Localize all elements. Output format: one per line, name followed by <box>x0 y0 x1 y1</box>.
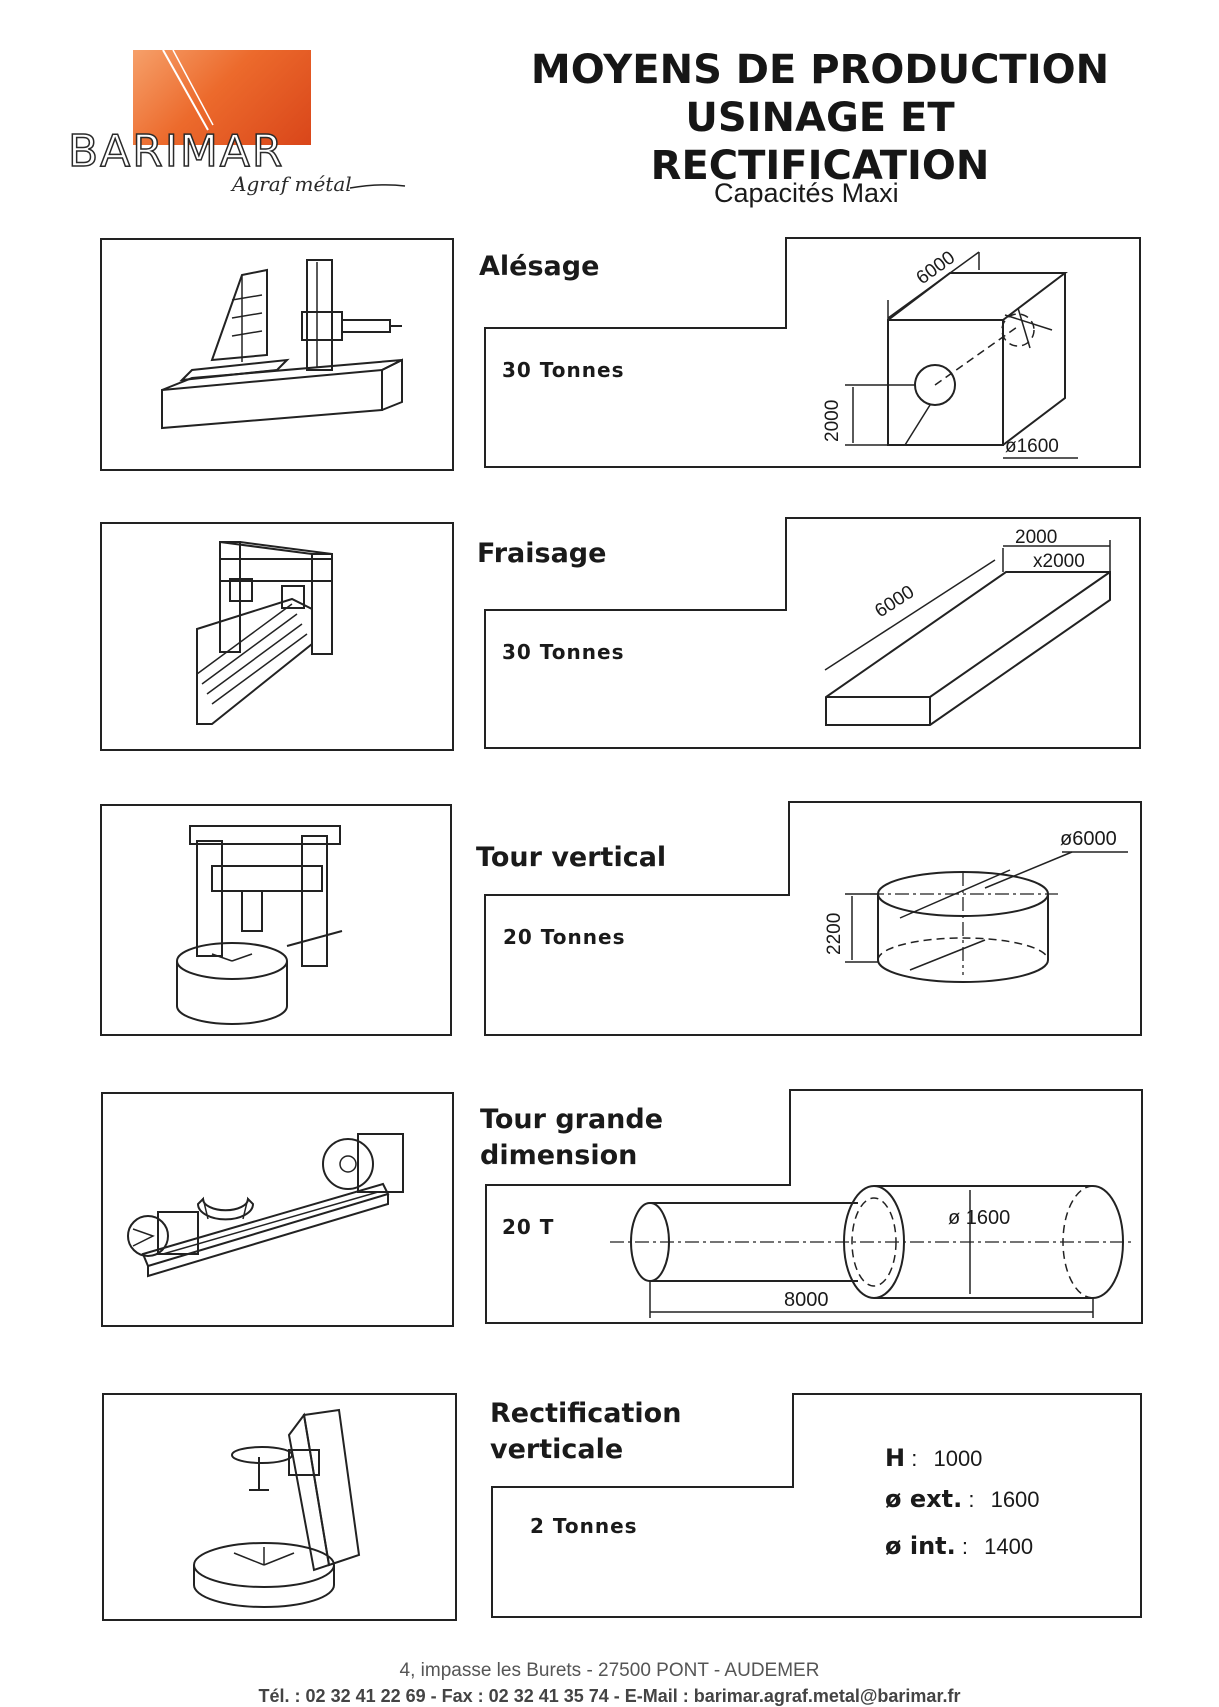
logo-tagline: Agraf métal <box>232 172 352 196</box>
weight-tour-vertical: 20 Tonnes <box>503 925 626 949</box>
page-subtitle: Capacités Maxi <box>714 178 899 208</box>
section-title-rectification-line1: Rectification <box>490 1398 682 1429</box>
footer-contact: Tél. : 02 32 41 22 69 - Fax : 02 32 41 3… <box>258 1686 961 1706</box>
dim-alesage-diameter: ø1600 <box>1005 436 1059 457</box>
weight-tour-grande-dimension: 20 T <box>502 1215 555 1239</box>
weight-rectification: 2 Tonnes <box>530 1514 638 1538</box>
footer-address: 4, impasse les Burets - 27500 PONT - AUD… <box>399 1660 820 1681</box>
dim-tour-grande-dimension-diameter: ø 1600 <box>948 1207 1010 1229</box>
spec-key-ext: ø ext. <box>885 1485 963 1513</box>
section-title-tour-grande-dimension-line1: Tour grande <box>480 1104 664 1135</box>
page-title-line1: MOYENS DE PRODUCTION <box>530 47 1110 93</box>
spec-row-int: ø int. : 1400 <box>885 1532 1085 1560</box>
spec-value-ext: 1600 <box>990 1487 1040 1512</box>
section-title-tour-vertical: Tour vertical <box>476 842 667 873</box>
vertical-grinder-illustration <box>193 1408 361 1608</box>
spec-row-h: H : 1000 <box>885 1444 1065 1472</box>
section-title-fraisage: Fraisage <box>477 538 607 569</box>
machine-image-rectification <box>102 1393 457 1621</box>
machine-image-fraisage <box>100 522 454 751</box>
logo-name: BARIMAR <box>67 125 285 178</box>
dim-fraisage-width: 2000 <box>1015 527 1057 548</box>
spec-sep-ext: : <box>968 1487 975 1512</box>
machine-image-tour-grande-dimension <box>101 1092 454 1327</box>
milling-machine-illustration <box>196 541 333 725</box>
machine-image-alesage <box>100 238 454 471</box>
section-title-alesage: Alésage <box>479 251 600 282</box>
spec-value-h: 1000 <box>933 1446 983 1471</box>
weight-fraisage: 30 Tonnes <box>502 640 625 664</box>
large-lathe-illustration <box>127 1133 404 1278</box>
spec-value-int: 1400 <box>984 1534 1034 1559</box>
logo-mark <box>133 49 311 145</box>
section-title-tour-grande-dimension: Tour grande dimension <box>480 1102 663 1174</box>
weight-alesage: 30 Tonnes <box>502 358 625 382</box>
section-title-tour-grande-dimension-line2: dimension <box>480 1140 638 1171</box>
section-title-rectification: Rectification verticale <box>490 1396 681 1468</box>
logo-lines <box>162 49 214 131</box>
spec-row-ext: ø ext. : 1600 <box>885 1485 1085 1513</box>
dim-alesage-height: 2000 <box>822 400 843 442</box>
spec-key-int: ø int. <box>885 1532 956 1560</box>
page-title: MOYENS DE PRODUCTION USINAGE ET RECTIFIC… <box>520 46 1120 190</box>
dim-tour-vertical-diameter: ø6000 <box>1060 828 1117 850</box>
spec-key-h: H <box>885 1444 906 1472</box>
dim-fraisage-depth: x2000 <box>1033 551 1085 572</box>
vertical-lathe-illustration <box>176 825 343 1025</box>
section-title-rectification-line2: verticale <box>490 1434 624 1465</box>
boring-machine-illustration <box>161 259 403 430</box>
machine-image-tour-vertical <box>100 804 452 1036</box>
page-title-line2: USINAGE ET RECTIFICATION <box>650 95 990 189</box>
spec-sep-h: : <box>911 1446 918 1471</box>
spec-sep-int: : <box>961 1534 968 1559</box>
dim-tour-grande-dimension-length: 8000 <box>784 1289 829 1311</box>
dim-tour-vertical-height: 2200 <box>824 913 845 955</box>
